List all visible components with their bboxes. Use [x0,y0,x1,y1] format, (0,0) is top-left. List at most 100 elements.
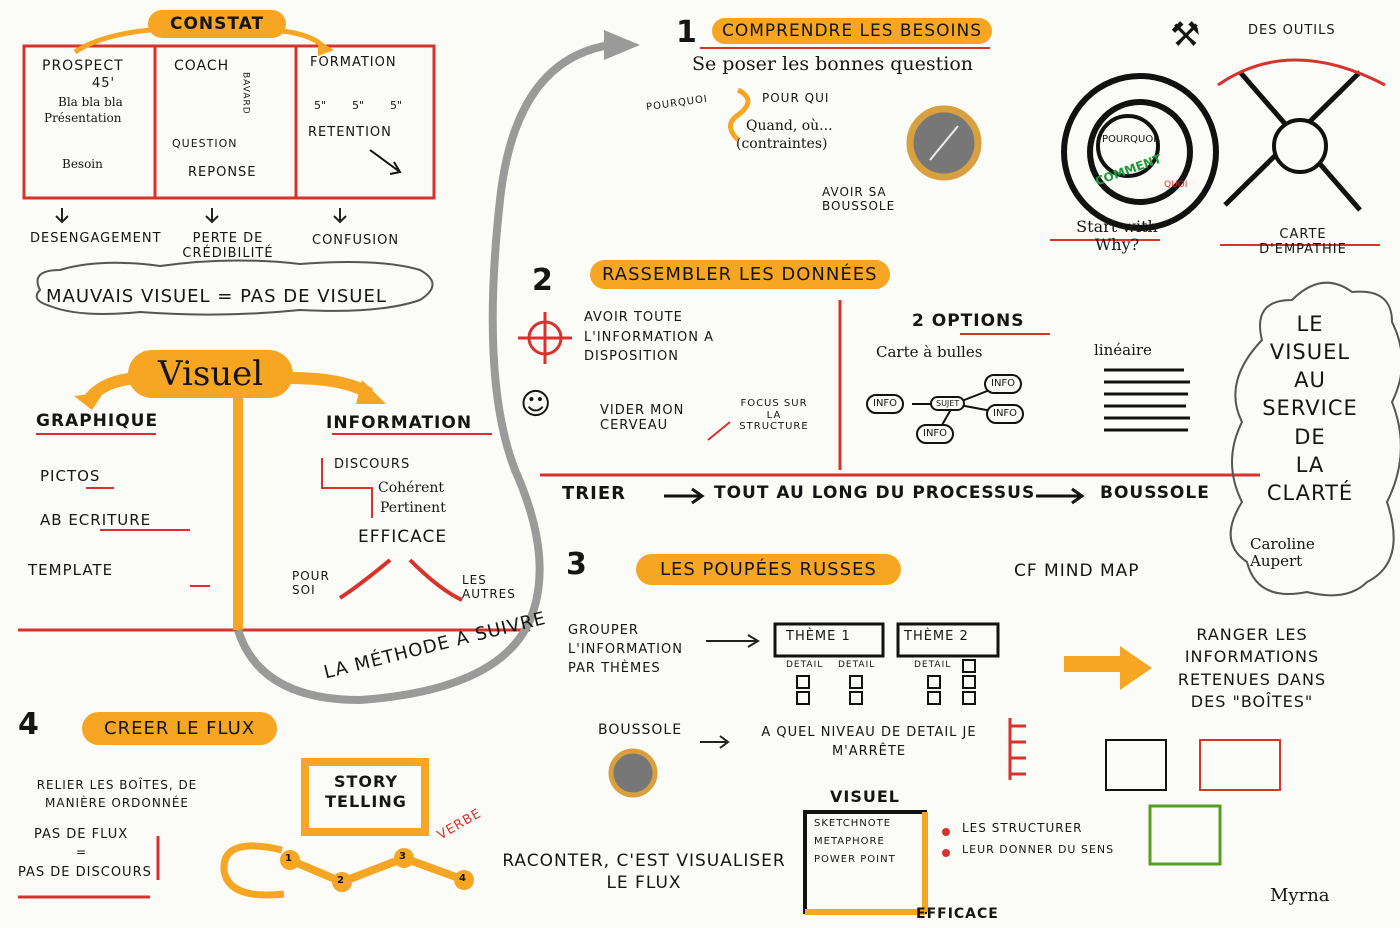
step3-ranger: RANGER LES INFORMATIONS RETENUES DANS DE… [1177,625,1327,712]
step4-title: CREER LE FLUX [82,712,278,745]
graphique-pictos: PICTOS [40,467,101,485]
formation-time-2: 5" [352,99,365,112]
step4-pas-flux: PAS DE FLUX [34,827,129,842]
bubble-info-3: INFO [986,404,1025,424]
prospect-time: 45' [92,76,116,91]
formation-time-3: 5" [390,99,403,112]
compass-icon [928,126,958,156]
graphique-template: TEMPLATE [28,561,114,579]
prospect-line1: Bla bla bla [58,95,123,109]
coach-reponse: REPONSE [188,165,257,180]
bubble-info-4: INFO [916,424,955,444]
clarte-author: Caroline Aupert [1250,535,1315,571]
step1-number: 1 [676,15,697,50]
information-discours: DISCOURS [334,457,411,472]
step4-pas-discours: PAS DE DISCOURS [18,865,152,880]
visuel-screen-title: VISUEL [830,787,900,806]
step2-carte-bulles: Carte à bulles [876,343,983,361]
step4-relier: RELIER LES BOÎTES, DE MANIÈRE ORDONNÉE [36,778,198,810]
detail-label-2: DETAIL [838,660,876,670]
signature: Myrna [1270,885,1330,906]
information-efficace: EFFICACE [358,527,448,547]
start-with-why: Start with Why? [1076,217,1158,255]
brain-dump-icon: ☺ [520,387,552,422]
information-les-autres: LES AUTRES [462,573,516,601]
clarte-line-4: SERVICE [1262,396,1358,421]
result-desengagement: DESENGAGEMENT [30,231,162,246]
visuel-title: Visuel [128,350,294,398]
clarte-line-1: LE [1296,312,1324,336]
step2-lineaire: linéaire [1094,341,1152,359]
information-title: INFORMATION [326,413,473,433]
detail-label-3: DETAIL [914,660,952,670]
carte-empathie: CARTE D'EMPATHIE [1259,227,1347,257]
prospect-line2: Présentation [44,111,122,125]
step1-pour-qui: POUR QUI [762,91,830,105]
formation-retention: RETENTION [308,125,392,140]
formation-time-1: 5" [314,99,327,112]
step1-contraintes: (contraintes) [736,136,828,152]
information-pertinent: Pertinent [380,500,446,516]
step2-focus: FOCUS SUR LA STRUCTURE [739,398,809,432]
trier-processus: TOUT AU LONG DU PROCESSUS [714,483,1036,503]
step1-title: COMPRENDRE LES BESOINS [712,18,992,44]
step4-structurer: LES STRUCTURER [962,821,1083,835]
clarte-line-6: LA [1295,452,1325,477]
mauvais-visuel-cloud: MAUVAIS VISUEL = PAS DE VISUEL [46,286,387,307]
graphique-title: GRAPHIQUE [36,411,159,431]
clarte-line-5: DE [1294,424,1326,449]
clarte-line-3: AU [1294,368,1326,393]
flux-step-2: 2 [337,875,344,886]
prospect-line3: Besoin [62,157,103,171]
constat-title: CONSTAT [148,10,287,38]
step3-grouper: GROUPER L'INFORMATION PAR THÈMES [568,623,683,676]
step2-number: 2 [532,263,553,298]
step3-boussole: BOUSSOLE [598,722,683,738]
step2-vider: VIDER MON CERVEAU [600,403,685,433]
circle-pourquoi: POURQUOI [1102,134,1157,145]
step3-title: LES POUPÉES RUSSES [636,554,901,585]
step2-options: 2 OPTIONS [912,311,1025,331]
detail-label-1: DETAIL [786,660,824,670]
prospect-title: PROSPECT [42,58,124,74]
clarte-line-7: CLARTÉ [1266,480,1354,505]
graphique-ecriture: Ab ECRITURE [40,511,152,529]
bubble-info-1: INFO [866,394,905,414]
circle-quoi: QUOI [1164,180,1188,190]
clarte-cloud: LE VISUEL AU SERVICE DE LA CLARTÉ [1240,310,1380,507]
coach-side-label: BAVARD [240,72,251,115]
step3-number: 3 [566,547,587,582]
theme-2: THÈME 2 [904,629,969,644]
bubble-sujet: SUJET [930,396,966,412]
step3-niveau-detail: A QUEL NIVEAU DE DETAIL JE M'ARRÊTE [761,725,977,759]
tools-icon: ⚒ [1170,15,1201,55]
clarte-line-2: VISUEL [1269,340,1351,365]
step1-quand: Quand, où... [746,118,833,134]
step4-number: 4 [18,707,39,742]
information-coherent: Cohérent [378,480,445,496]
step4-sens: LEUR DONNER DU SENS [962,843,1115,856]
bubble-info-2: INFO [984,374,1023,394]
step1-boussole: AVOIR SA BOUSSOLE [822,185,896,213]
step2-title: RASSEMBLER LES DONNÉES [590,260,890,289]
result-perte-credibilite: PERTE DE CRÉDIBILITÉ [182,231,274,261]
formation-title: FORMATION [310,55,397,70]
flux-step-1: 1 [285,853,292,864]
visuel-item-sketchnote: SKETCHNOTE [814,818,892,829]
visuel-item-metaphore: METAPHORE [814,836,885,847]
information-pour-soi: POUR SOI [292,569,330,597]
step4-equals: = [76,845,87,859]
theme-1: THÈME 1 [786,629,851,644]
story-telling: STORY TELLING [325,772,407,811]
trier-boussole: BOUSSOLE [1100,483,1210,503]
step1-subtitle: Se poser les bonnes question [692,53,974,75]
coach-title: COACH [174,58,230,74]
step2-avoir-toute: AVOIR TOUTE L'INFORMATION A DISPOSITION [584,310,714,364]
outils-title: DES OUTILS [1248,23,1336,38]
result-confusion: CONFUSION [312,233,400,248]
visuel-item-powerpoint: POWER POINT [814,854,896,865]
flux-step-3: 3 [399,851,406,862]
flux-step-4: 4 [459,873,466,884]
coach-question: QUESTION [172,137,238,150]
